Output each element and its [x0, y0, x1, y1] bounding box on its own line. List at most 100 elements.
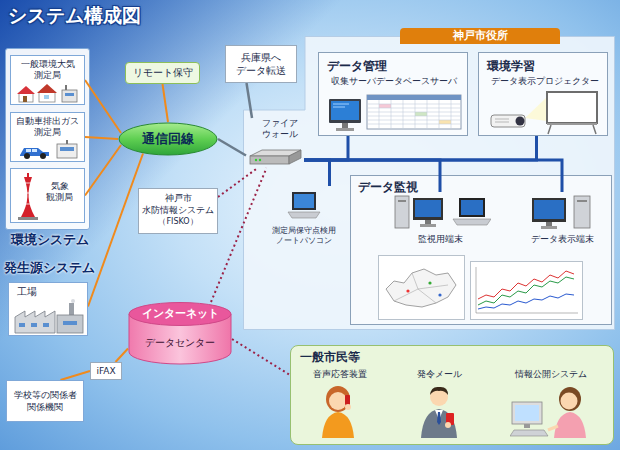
node-text: 学校等の関係者 関係機関 [7, 381, 83, 413]
woman-phone-icon [314, 382, 366, 438]
car-icon-part [57, 144, 77, 158]
server-icon [327, 93, 463, 133]
car-icon-part [32, 149, 37, 152]
house-icon-part [65, 85, 67, 90]
node-text: 収集サーバデータベースサーバ [319, 74, 467, 87]
monitor-panel: データ監視 監視用端末 データ表示端末 [350, 175, 612, 325]
node-text: 発令メール [396, 366, 482, 380]
terminal-icon-part [415, 200, 441, 217]
factory-icon-part [31, 323, 37, 327]
node-text: データ表示端末 [518, 192, 606, 245]
woman-computer-icon-part [512, 402, 542, 424]
house-icon-part [37, 84, 57, 93]
car-icon-part [40, 153, 46, 159]
title-holder: システム構成図 [8, 3, 141, 27]
network-ellipse: 通信回線 [118, 122, 218, 156]
projector-icon-part [495, 119, 509, 122]
chart-images-part [394, 273, 448, 303]
woman-computer-icon-part [510, 430, 548, 436]
terminal-icon-part [461, 200, 483, 215]
server-icon-part [439, 120, 451, 124]
server-icon-part [331, 101, 359, 120]
server-icon-part [367, 95, 461, 100]
node-text: 監視用端末 [385, 192, 495, 245]
display-icon-part [577, 200, 587, 202]
chart-images-part [476, 267, 578, 313]
woman-computer-icon [510, 382, 592, 438]
node-text: 通信回線 [118, 122, 218, 156]
diagram-title: システム構成図 [8, 3, 141, 27]
chart-images-part [406, 289, 409, 292]
node-text: データ管理 [319, 53, 467, 74]
server-icon-part [379, 104, 391, 108]
chart-images-part [428, 281, 431, 284]
station-box: 気象 観測局 [10, 168, 85, 223]
node-text: 工場 [9, 283, 87, 298]
node-text: 情報公開システム [494, 366, 608, 380]
house-icon-part [17, 86, 35, 94]
woman-computer-icon-part [561, 393, 578, 410]
node-text: データ監視 [350, 175, 612, 195]
data-box: データ管理収集サーバデータベースサーバ [318, 52, 468, 136]
factory-icon-part [19, 323, 25, 327]
terminal-device: 監視用端末 [385, 192, 495, 250]
maintenance-box: リモート保守 [125, 62, 200, 84]
citizen-item: 情報公開システム [494, 366, 608, 440]
woman-phone-icon-part [329, 392, 347, 410]
node-text: 測定局保守点検用 ノートパソコン [264, 186, 344, 246]
office-tab: 神戸市役所 [400, 28, 560, 44]
node-text: 神戸市 水防情報システム [139, 189, 217, 216]
display-icon-part [534, 200, 564, 219]
node-text: 音声応答装置 [298, 366, 382, 380]
car-icon-part [60, 147, 74, 151]
chart-images-part [478, 277, 574, 305]
server-icon-part [367, 100, 461, 129]
terminal-icon-part [398, 200, 406, 202]
house-icon-part [44, 95, 49, 99]
car-icon-part [26, 149, 31, 152]
laptop-icon [286, 190, 322, 222]
node-text: iFAX [91, 363, 121, 379]
firewall-device: ファイア ウォール [246, 118, 304, 168]
chart-images-part [379, 256, 465, 320]
woman-computer-icon-part [548, 426, 558, 430]
projector-icon-part [525, 97, 547, 121]
firewall-icon-part [289, 150, 301, 164]
server-icon-part [415, 112, 427, 116]
transfer-box: 兵庫県へ データ転送 [225, 45, 297, 83]
node-text: 自動車排出ガス 測定局 [11, 113, 84, 138]
node-text: 一般市民等 [290, 345, 614, 365]
network-ellipse-outline-part [119, 123, 217, 155]
connector-line [85, 80, 121, 133]
citizen-item: 音声応答装置 [298, 366, 382, 440]
projector-icon-part [516, 117, 525, 126]
man-mail-icon-part [430, 387, 448, 395]
node-text: データセンター [128, 321, 232, 350]
connector-line [61, 371, 91, 380]
node-text: 一般環境大気 測定局 [11, 56, 84, 81]
connector-line [116, 349, 129, 363]
house-icon-part [39, 92, 55, 102]
factory-icon-part [69, 303, 74, 315]
projector-icon-part [593, 125, 596, 134]
factory-icon-part [15, 311, 55, 333]
house-icon-part [23, 96, 27, 102]
terminal-icon-part [395, 196, 409, 228]
terminal-icon-part [459, 198, 485, 217]
terminal-icon-part [413, 198, 443, 220]
woman-phone-icon-part [345, 395, 350, 405]
node-text: データ表示プロジェクター [479, 74, 607, 87]
tower-icon-part [18, 217, 38, 220]
firewall-icon [248, 148, 302, 166]
man-mail-icon-part [437, 412, 441, 425]
datacenter-cylinder: インターネットデータセンター [128, 302, 232, 364]
display-icon [526, 192, 598, 232]
citizen-item: 発令メール [396, 366, 482, 440]
woman-phone-icon-part [345, 404, 351, 410]
node-text: インターネット [128, 302, 232, 321]
school-box: 学校等の関係者 関係機関 [6, 380, 84, 422]
node-text: 気象 観測局 [11, 169, 84, 203]
projector-icon [485, 91, 603, 135]
datacenter-cylinder-outline-part [129, 303, 231, 326]
